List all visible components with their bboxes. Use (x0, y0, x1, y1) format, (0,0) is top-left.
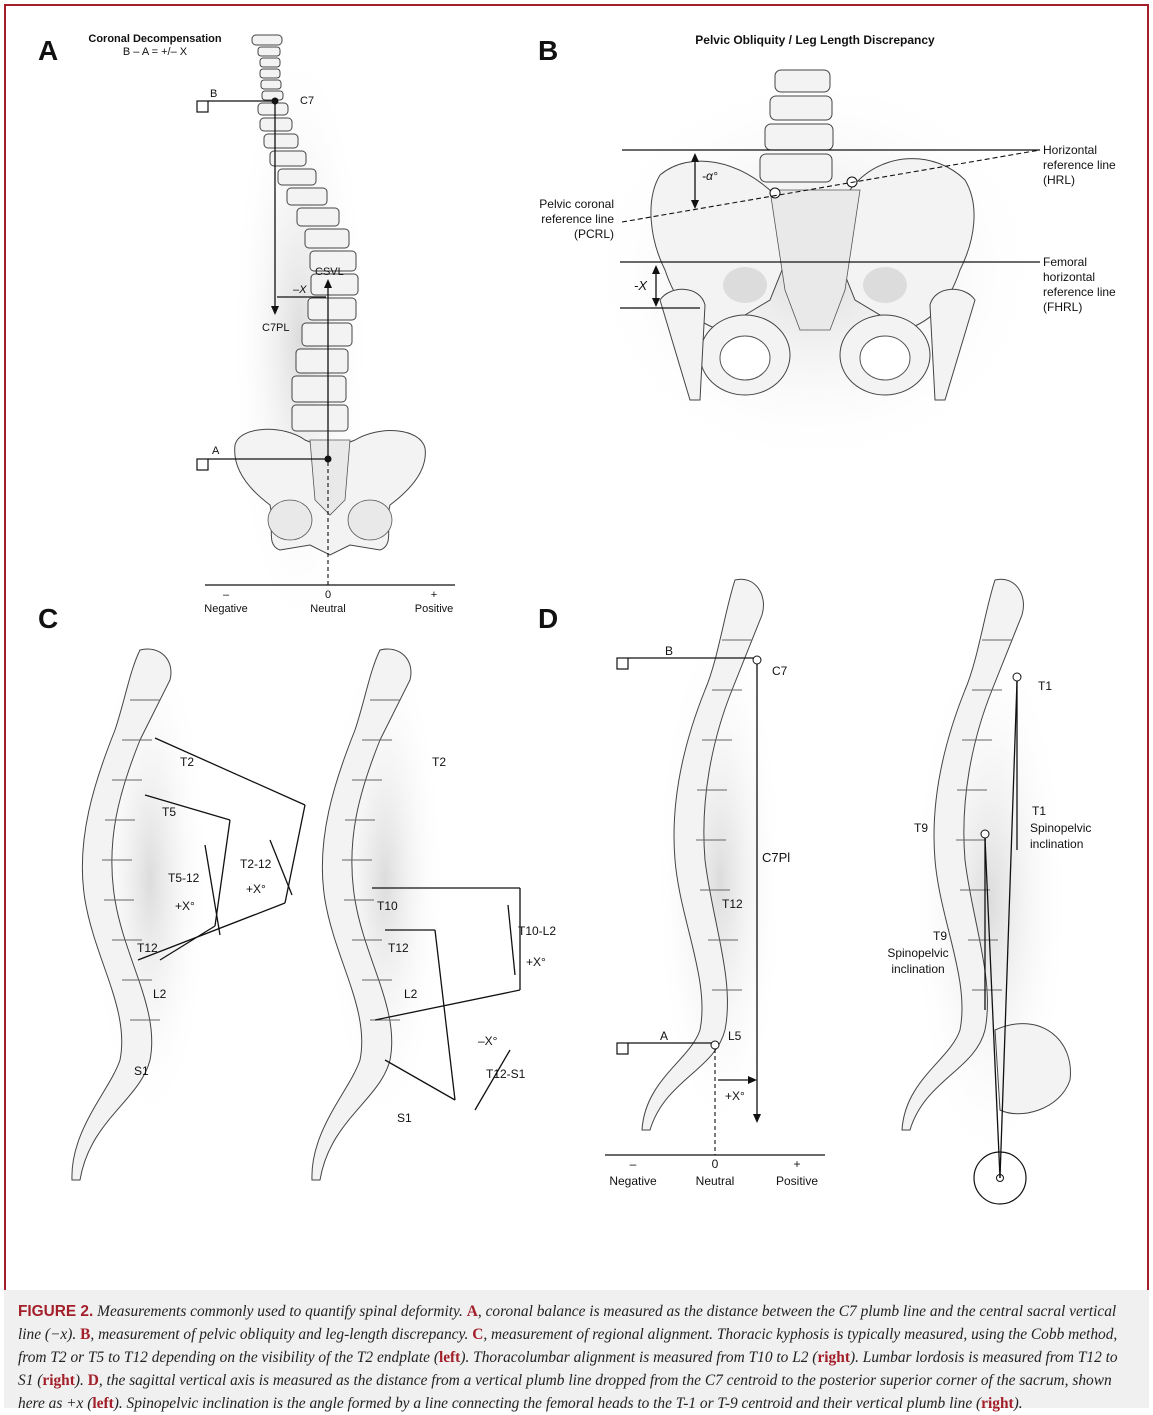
label-c-plus-x2: +X° (246, 882, 266, 896)
scale-a-minus: – (223, 589, 230, 601)
label-a-c7: C7 (300, 95, 314, 107)
label-c-t5-12: T5-12 (168, 871, 200, 885)
panel-c-letter: C (38, 603, 58, 634)
caption-b-text: , measurement of pelvic obliquity and le… (90, 1326, 468, 1343)
scale-a-neutral: Neutral (310, 603, 345, 615)
caption-c: C (472, 1326, 483, 1343)
label-d-c7pl: C7Pl (762, 850, 790, 865)
caption-c-text2: ). Thoracolumbar alignment is measured f… (460, 1349, 817, 1366)
label-c-s1: S1 (134, 1064, 149, 1078)
panel-b: B Pelvic Obliquity / Leg Length Discrepa… (538, 33, 1116, 470)
label-dr-t1b: T1 (1032, 804, 1046, 818)
scale-a-zero: 0 (325, 589, 331, 601)
label-b-pcrl-2: reference line (541, 212, 614, 226)
panel-b-letter: B (538, 35, 558, 66)
label-d-plus-x: +X° (725, 1089, 745, 1103)
label-c-l2: L2 (153, 987, 167, 1001)
label-cr-t10-l2: T10-L2 (518, 924, 556, 938)
figure-caption: FIGURE 2. Measurements commonly used to … (4, 1290, 1149, 1408)
label-d-a: A (660, 1029, 668, 1043)
label-cr-l2: L2 (404, 987, 418, 1001)
label-c-t2: T2 (180, 755, 194, 769)
label-dr-t9: T9 (914, 821, 928, 835)
caption-left-2: left (92, 1395, 113, 1412)
label-d-t12: T12 (722, 897, 743, 911)
label-dr-spino1-1: Spinopelvic (1030, 821, 1091, 835)
label-cr-plus-x: +X° (526, 955, 546, 969)
caption-left-1: left (439, 1349, 460, 1366)
label-cr-t12-s1: T12-S1 (486, 1067, 526, 1081)
panel-a-formula: B – A = +/– X (123, 46, 188, 58)
label-c-t2-12: T2-12 (240, 857, 272, 871)
label-a-c7pl: C7PL (262, 322, 290, 334)
panel-a-letter: A (38, 35, 58, 66)
label-a-minus-x: –X (292, 284, 307, 296)
label-cr-s1: S1 (397, 1111, 412, 1125)
scale-d-plus: + (793, 1157, 800, 1171)
scale-d-neutral: Neutral (696, 1174, 735, 1188)
figure-illustration: A Coronal Decompensation B – A = +/– X (0, 0, 1153, 1290)
label-a-csvl: CSVL (315, 266, 344, 278)
label-c-t12: T12 (137, 941, 158, 955)
label-d-c7: C7 (772, 664, 788, 678)
caption-c-text4: ). (75, 1372, 84, 1389)
label-b-hrl-2: reference line (1043, 158, 1116, 172)
label-b-hrl-3: (HRL) (1043, 173, 1075, 187)
label-c-plus-x1: +X° (175, 899, 195, 913)
caption-d-text3: ). (1014, 1395, 1023, 1412)
scale-a-plus: + (431, 589, 437, 601)
label-dr-spino2-1: Spinopelvic (887, 946, 948, 960)
panel-a-title: Coronal Decompensation (88, 33, 222, 45)
label-cr-t2: T2 (432, 755, 446, 769)
scale-d-minus: – (630, 1157, 637, 1171)
label-b-fhrl-2: horizontal (1043, 270, 1095, 284)
caption-a: A (467, 1303, 478, 1320)
scale-a-negative: Negative (204, 603, 247, 615)
label-c-t5: T5 (162, 805, 176, 819)
label-b-x: -X (634, 278, 648, 293)
label-b-hrl-1: Horizontal (1043, 143, 1097, 157)
label-b-pcrl-3: (PCRL) (574, 227, 614, 241)
label-b-fhrl-3: reference line (1043, 285, 1116, 299)
label-cr-t12: T12 (388, 941, 409, 955)
scale-a-positive: Positive (415, 603, 454, 615)
panel-d: D B C7 C7Pl T12 A L5 +X° – 0 + (538, 579, 1091, 1204)
caption-right-1: right (817, 1349, 850, 1366)
caption-b: B (80, 1326, 90, 1343)
panel-b-title: Pelvic Obliquity / Leg Length Discrepanc… (695, 33, 935, 47)
scale-d-negative: Negative (609, 1174, 657, 1188)
caption-d-text2: ). Spinopelvic inclination is the angle … (114, 1395, 981, 1412)
scale-d-zero: 0 (712, 1157, 719, 1171)
scale-d-positive: Positive (776, 1174, 818, 1188)
label-dr-spino2-2: inclination (891, 962, 944, 976)
caption-right-2: right (42, 1372, 75, 1389)
label-d-b: B (665, 644, 673, 658)
caption-right-3: right (981, 1395, 1014, 1412)
caption-d: D (88, 1372, 99, 1389)
label-b-alpha: -α° (702, 169, 718, 183)
label-a-a: A (212, 445, 220, 457)
label-cr-minus-x: –X° (478, 1034, 498, 1048)
caption-lead: Measurements commonly used to quantify s… (97, 1303, 463, 1320)
panel-a: A Coronal Decompensation B – A = +/– X (38, 33, 455, 640)
label-cr-t10: T10 (377, 899, 398, 913)
label-b-fhrl-4: (FHRL) (1043, 300, 1082, 314)
panel-c: C T2 T5 T5-12 T2-12 +X° +X° T12 L2 (38, 603, 556, 1180)
panel-d-letter: D (538, 603, 558, 634)
label-a-b: B (210, 88, 217, 100)
caption-figure-label: FIGURE 2. (18, 1303, 93, 1320)
label-d-l5: L5 (728, 1029, 742, 1043)
label-b-fhrl-1: Femoral (1043, 255, 1087, 269)
label-dr-t9b: T9 (933, 929, 947, 943)
label-b-pcrl-1: Pelvic coronal (539, 197, 614, 211)
label-dr-t1: T1 (1038, 679, 1052, 693)
label-dr-spino1-2: inclination (1030, 837, 1083, 851)
